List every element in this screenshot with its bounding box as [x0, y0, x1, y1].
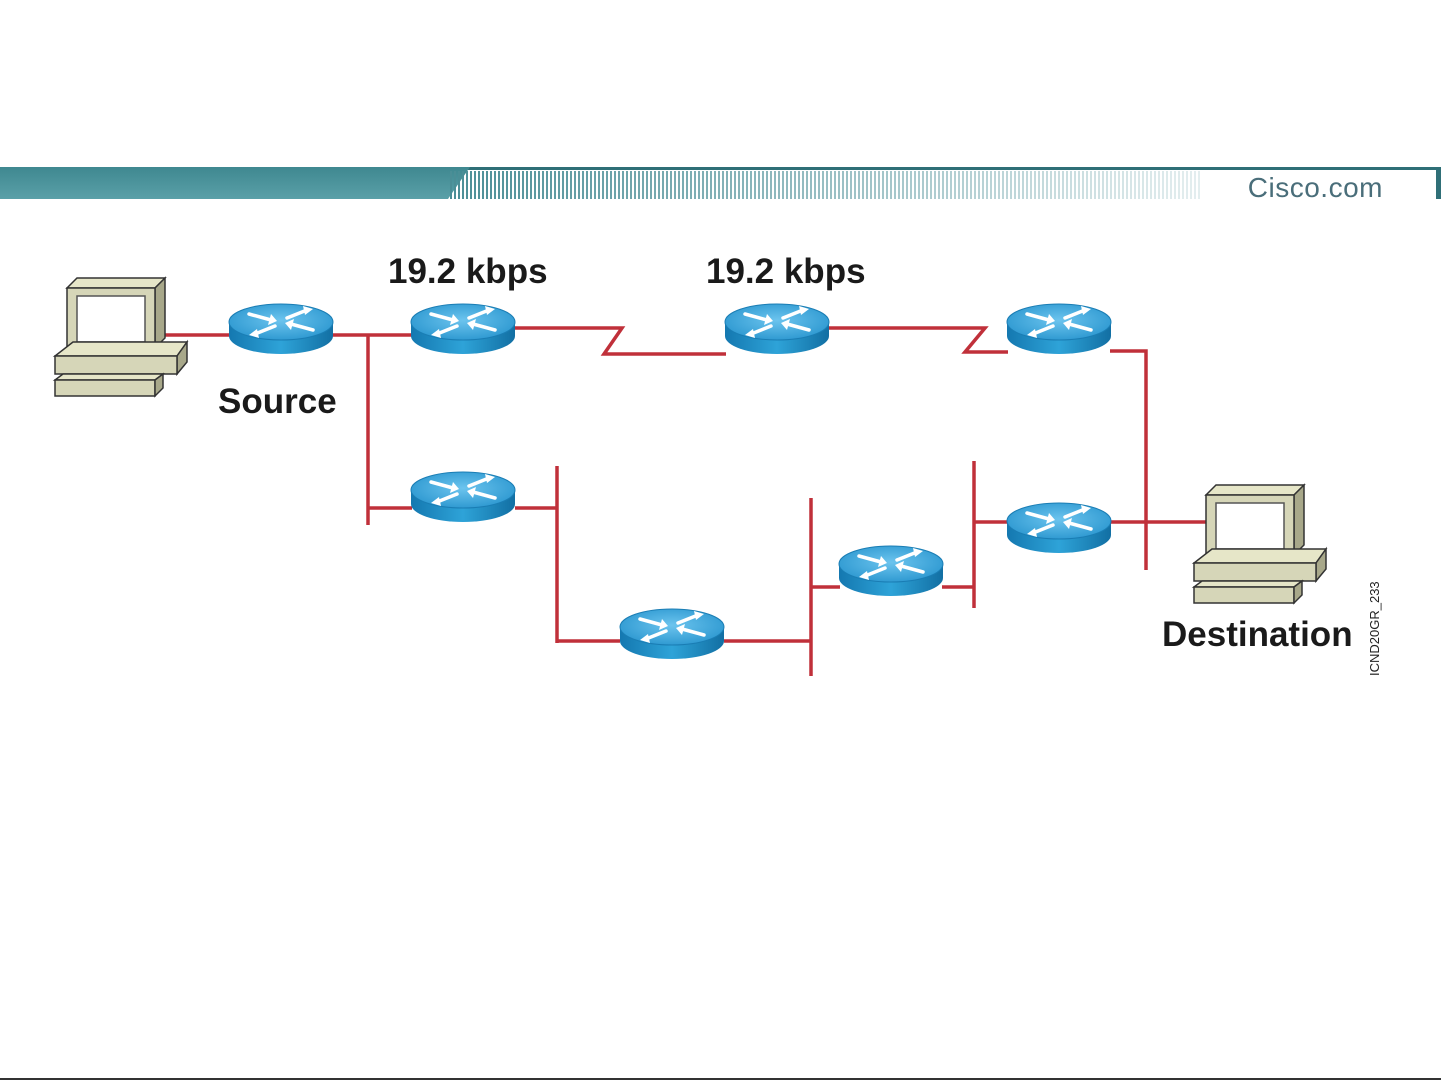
link-speed-label: 19.2 kbps	[706, 252, 866, 292]
bottom-divider	[0, 1078, 1441, 1080]
router-icon	[1007, 503, 1111, 553]
serial-link-2	[828, 328, 1008, 352]
router-icon	[725, 304, 829, 354]
link-top-router-3-destination	[1110, 351, 1146, 570]
destination-label: Destination	[1162, 615, 1353, 655]
serial-link-1	[515, 328, 726, 354]
figure-code: ICND20GR_233	[1367, 581, 1382, 676]
router-icon	[620, 609, 724, 659]
router-icon	[411, 304, 515, 354]
computer-icon	[55, 278, 187, 396]
computer-icon	[1194, 485, 1326, 603]
router-icon	[411, 472, 515, 522]
router-icon	[229, 304, 333, 354]
source-label: Source	[218, 382, 337, 422]
router-icon	[1007, 304, 1111, 354]
link-speed-label: 19.2 kbps	[388, 252, 548, 292]
router-icon	[839, 546, 943, 596]
